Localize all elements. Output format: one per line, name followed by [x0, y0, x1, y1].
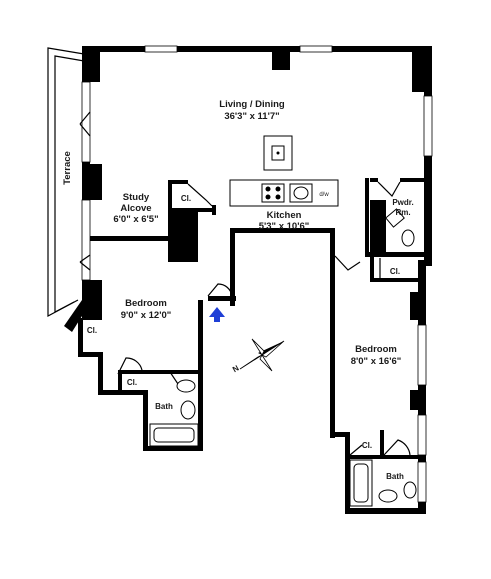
living-dining-dims: 36'3" x 11'7": [224, 111, 279, 122]
terrace-outline: [47, 47, 91, 317]
toilet-icon: [378, 489, 398, 503]
study-dims: 6'0" x 6'5": [113, 214, 158, 225]
closet-label: Cl.: [127, 378, 137, 387]
kitchen-dims: 5'3" x 10'6": [259, 221, 310, 232]
closet-label: Cl.: [362, 441, 372, 450]
bedroom2-dims: 8'0" x 16'6": [351, 356, 402, 367]
terrace-name: Terrace: [62, 151, 73, 185]
study-label-line2: Alcove: [120, 203, 151, 214]
closet-label: Cl.: [87, 326, 97, 335]
bath2-name: Bath: [386, 472, 404, 481]
windows: [81, 45, 433, 503]
kitchen-island: [263, 135, 293, 171]
sink-icon: [385, 208, 405, 228]
toilet-icon: [401, 229, 415, 247]
living-dining-name: Living / Dining: [219, 99, 285, 110]
closet-label: Cl.: [181, 194, 191, 203]
compass-icon: N: [231, 338, 285, 374]
entry-arrow-icon: [209, 307, 225, 322]
kitchen-fixtures: d/w: [229, 135, 339, 207]
stove-icon: [261, 183, 285, 203]
kitchen-name: Kitchen: [267, 210, 302, 221]
bath-fixtures: [149, 208, 417, 507]
wall-piers: [82, 52, 432, 410]
bedroom2-name: Bedroom: [355, 344, 397, 355]
bath1-name: Bath: [155, 402, 173, 411]
compass-north-label: N: [231, 363, 241, 374]
bedroom1-dims: 9'0" x 12'0": [121, 310, 172, 321]
sink-icon: [176, 379, 196, 393]
bedroom1-name: Bedroom: [125, 298, 167, 309]
toilet-icon: [180, 400, 196, 420]
dishwasher-label: d/w: [319, 192, 329, 198]
study-label-line1: Study: [123, 192, 150, 203]
closet-label: Cl.: [390, 267, 400, 276]
terrace-doors: [79, 111, 91, 271]
sink-icon: [403, 481, 417, 499]
powder-room-line1: Pwdr.: [392, 198, 413, 207]
powder-room-line2: Rm.: [395, 208, 410, 217]
room-labels: Living / Dining 36'3" x 11'7" Study Alco…: [62, 99, 414, 481]
interior-walls: [90, 178, 425, 459]
door-swings: [117, 181, 411, 456]
